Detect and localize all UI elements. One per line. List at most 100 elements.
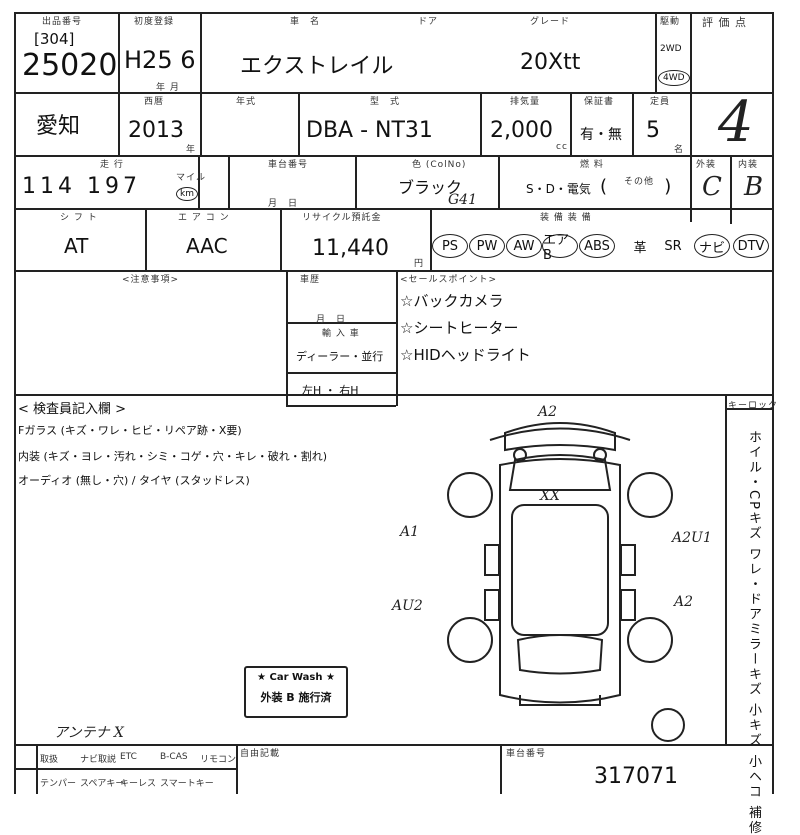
capacity-label: 定員 (650, 97, 671, 107)
mileage: 114 197 (22, 174, 141, 199)
color-label: 色 (ColNo) (412, 160, 467, 170)
mileage-miles: マイル (176, 173, 207, 183)
score-value: 4 (718, 90, 754, 155)
equipment-badge: PS (432, 234, 468, 258)
model-year-label: 年式 (236, 97, 257, 107)
import-label: 輸 入 車 (322, 329, 360, 339)
damage-right-front: A2U1 (672, 530, 712, 546)
ac-label: エ ア コ ン (178, 213, 230, 223)
reg-year: 2013 (128, 118, 184, 143)
mileage-unit: km (176, 187, 198, 201)
fuel-other: その他 (624, 177, 655, 187)
option-item: キーレス (120, 779, 157, 789)
car-wash-stamp: ★ Car Wash ★ 外装 B 施行済 (244, 666, 348, 718)
notes-label: <注意事項> (122, 275, 180, 285)
inspection-line-1: Fガラス (キズ・ワレ・ヒビ・リペア跡・X要) (18, 424, 242, 437)
interior-label: 内装 (738, 160, 759, 170)
equipment-badge: DTV (733, 234, 769, 258)
sales-point-item: ☆バックカメラ (400, 292, 504, 310)
damage-left-front: A1 (400, 524, 420, 540)
option-item: スマートキー (160, 779, 214, 789)
import-dealer: ディーラー・並行 (296, 350, 384, 363)
fuel-label: 燃 料 (580, 160, 604, 170)
capacity: 5 (646, 118, 660, 143)
drive-4wd: 4WD (658, 70, 690, 86)
equipment-badge: SR (664, 238, 682, 254)
shift: AT (64, 234, 89, 258)
displacement: 2,000 (490, 118, 553, 143)
warranty-label: 保証書 (584, 97, 615, 107)
score-label: 評 価 点 (702, 16, 747, 29)
equipment-badge: ナビ (694, 234, 730, 258)
vehicle-name: エクストレイル (240, 54, 394, 79)
month-label: 月 日 (268, 199, 299, 209)
door-label: ドア (418, 17, 439, 27)
option-item: リモコン (200, 755, 237, 765)
option-item: ナビ取説 (80, 755, 117, 765)
shift-label: シ フ ト (60, 213, 98, 223)
option-item: スペアキー (80, 779, 125, 789)
car-wash-title: ★ Car Wash ★ (257, 672, 335, 683)
option-item: テンパー (40, 779, 77, 789)
recycle: 11,440 (312, 236, 389, 261)
check-label: < 検査員記入欄 > (18, 402, 127, 417)
recycle-label: リサイクル預託金 (302, 213, 382, 223)
option-item: B-CAS (160, 752, 188, 762)
equipment-badge: ABS (579, 234, 615, 258)
model-number-label: 車台番号 (268, 160, 309, 170)
free-text-label: 自由記載 (240, 749, 281, 759)
damage-right-rear: A2 (674, 594, 694, 610)
vehicle-grade: 20Xtt (520, 50, 581, 75)
sales-label: <セールスポイント> (400, 275, 498, 285)
fuel: S・D・電気 (526, 182, 591, 196)
equip-label: 装 備 装 備 (540, 213, 592, 223)
drive-label: 駆動 (660, 17, 681, 27)
month-label-2: 月 日 (316, 315, 347, 325)
ac: AAC (186, 234, 228, 258)
equipment-badge: PW (469, 234, 505, 258)
sales-point-item: ☆シートヒーター (400, 319, 519, 337)
option-item: ETC (120, 752, 137, 762)
steering: 左H ・ 右H (302, 384, 359, 397)
history-label: 車歴 (300, 275, 321, 285)
car-diagram (447, 422, 685, 742)
color: ブラック (398, 178, 463, 197)
region-label: 西暦 (144, 97, 165, 107)
name-label: 車 名 (290, 17, 321, 27)
displacement-unit: cc (556, 142, 568, 152)
capacity-unit: 名 (674, 145, 685, 155)
mileage-label: 走 行 (100, 160, 124, 170)
first-reg: H25 6 (124, 46, 196, 74)
damage-left-rear: AU2 (392, 598, 423, 614)
chassis-number: 317071 (594, 764, 678, 789)
car-wash-text: 外装 B 施行済 (260, 691, 332, 704)
displacement-label: 排気量 (510, 97, 541, 107)
fuel-paren: ( ) (600, 176, 672, 197)
exterior-grade: C (702, 172, 722, 202)
recycle-unit: 円 (414, 259, 425, 269)
option-item: 取扱 (40, 755, 59, 765)
first-reg-unit: 年 月 (156, 83, 180, 93)
equipment-badge: 革 (633, 240, 647, 256)
inspection-line-2: 内装 (キズ・ヨレ・汚れ・シミ・コゲ・穴・キレ・破れ・割れ) (18, 450, 328, 463)
type-label: 型 式 (370, 97, 401, 107)
model-code: DBA - NT31 (306, 118, 433, 143)
keyless-label: キーロック (728, 401, 779, 411)
color-code: G41 (448, 192, 477, 208)
antenna-note: アンテナ X (54, 725, 124, 741)
damage-roof: XX (540, 488, 560, 504)
interior-grade: B (744, 172, 764, 202)
first-reg-label: 初度登録 (134, 17, 175, 27)
lot-number: 25020 (22, 48, 118, 83)
sales-point-item: ☆HIDヘッドライト (400, 346, 531, 364)
drive-2wd: 2WD (660, 44, 682, 54)
damage-front: A2 (538, 404, 558, 420)
exterior-label: 外装 (696, 160, 717, 170)
equipment-badge: AW (506, 234, 542, 258)
lot-label: 出品番号 (42, 17, 83, 27)
reg-year-unit: 年 (186, 145, 197, 155)
chassis-label: 車台番号 (506, 749, 547, 759)
lot-prefix: [304] (34, 30, 75, 48)
equipment-badge: エアB (542, 233, 578, 263)
warranty: 有・無 (580, 127, 622, 143)
